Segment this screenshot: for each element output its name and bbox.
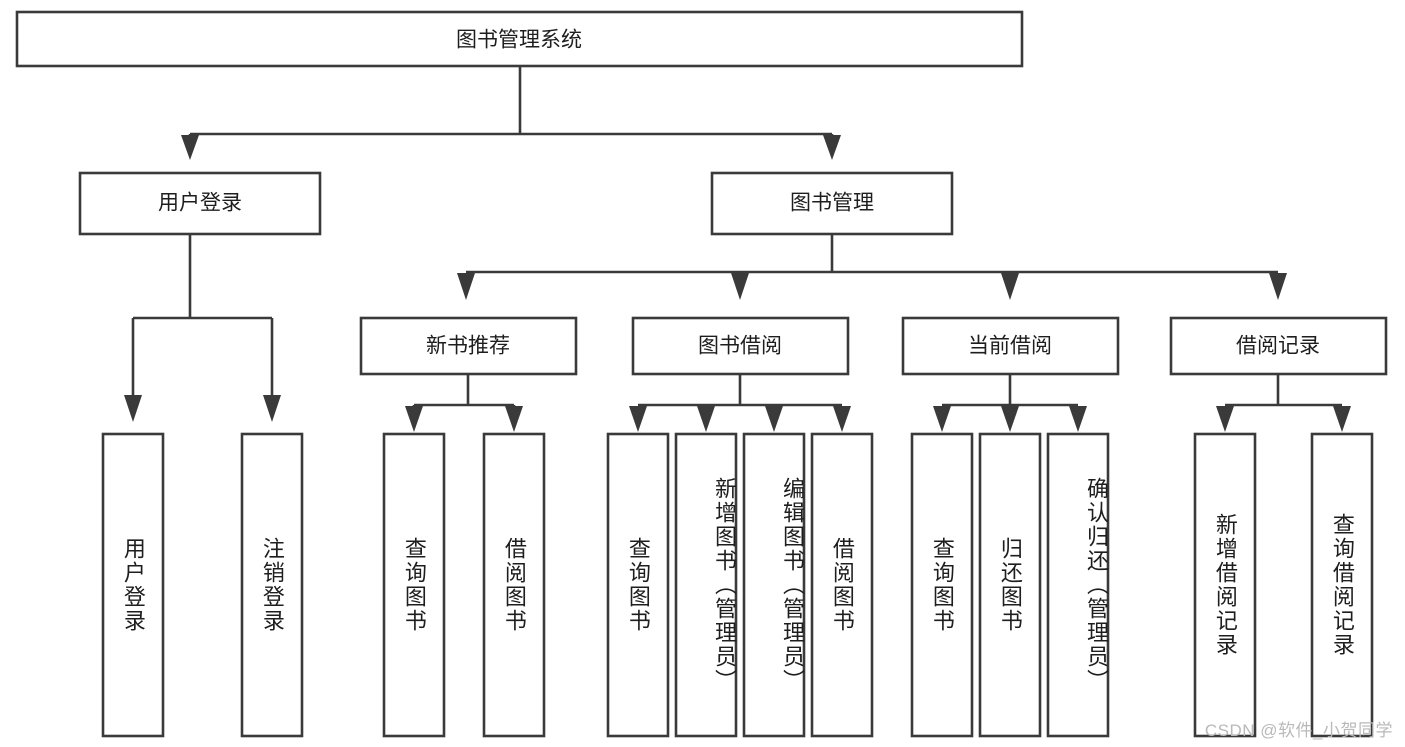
node-box-leaf-current-borrow-3[interactable]: [1046, 432, 1110, 738]
connector-group-newbook: [405, 374, 523, 432]
arrowhead-borrowrecord-leaf-1: [1216, 406, 1234, 432]
node-label-current-borrow: 当前借阅: [968, 335, 1052, 358]
node-label-book-management: 图书管理: [790, 192, 874, 215]
arrowhead-newbook-leaf-2: [505, 406, 523, 432]
node-box-new-book-recommend[interactable]: [359, 316, 578, 376]
arrowhead-bookborrow-leaf-4: [833, 406, 851, 432]
node-box-leaf-book-borrow-3[interactable]: [742, 432, 806, 738]
node-box-leaf-new-book-1[interactable]: [382, 432, 446, 738]
node-box-root[interactable]: [15, 10, 1024, 68]
connector-group-bookborrow: [629, 374, 851, 432]
connector-group-userlogin: [124, 234, 281, 422]
node-box-leaf-borrow-record-2[interactable]: [1310, 432, 1374, 738]
node-box-leaf-borrow-record-1[interactable]: [1193, 432, 1257, 738]
node-box-book-borrow[interactable]: [631, 316, 850, 376]
node-label-new-book-recommend: 新书推荐: [426, 335, 510, 358]
connector-group-borrowrecord: [1216, 374, 1351, 432]
connector-group-currentborrow: [933, 374, 1087, 432]
node-box-leaf-book-borrow-2[interactable]: [674, 432, 738, 738]
node-box-leaf-current-borrow-1[interactable]: [910, 432, 974, 738]
arrowhead-borrowrecord-leaf-2: [1333, 406, 1351, 432]
csdn-watermark: CSDN @软件_小贺同学: [1204, 721, 1393, 740]
arrowhead-userlogin: [181, 135, 199, 160]
arrowhead-bookborrow-leaf-1: [629, 406, 647, 432]
arrowhead-currentborrow-leaf-1: [933, 406, 951, 432]
node-label-root: 图书管理系统: [456, 29, 582, 52]
node-label-book-borrow: 图书借阅: [698, 335, 782, 358]
node-box-leaf-current-borrow-2[interactable]: [978, 432, 1042, 738]
node-box-leaf-book-borrow-4[interactable]: [810, 432, 874, 738]
node-label-user-login: 用户登录: [158, 192, 242, 215]
node-box-book-management[interactable]: [710, 171, 954, 236]
arrowhead-bookborrow-leaf-3: [765, 406, 783, 432]
connector-group-root: [181, 66, 841, 160]
arrowhead-userlogin-leaf-1: [124, 395, 142, 422]
arrowhead-bookmgmt: [823, 135, 841, 160]
arrowhead-currentborrow-leaf-3: [1069, 406, 1087, 432]
arrowhead-newbook: [457, 273, 475, 300]
arrowhead-userlogin-leaf-2: [263, 395, 281, 422]
node-label-borrow-record: 借阅记录: [1236, 335, 1320, 358]
arrowhead-borrowrecord: [1269, 273, 1287, 300]
arrowhead-bookborrow: [731, 273, 749, 300]
arrowhead-currentborrow: [1001, 273, 1019, 300]
node-box-current-borrow[interactable]: [901, 316, 1120, 376]
node-box-leaf-book-borrow-1[interactable]: [606, 432, 670, 738]
node-box-leaf-user-login-2[interactable]: [240, 432, 304, 738]
arrowhead-currentborrow-leaf-2: [1001, 406, 1019, 432]
node-box-user-login[interactable]: [78, 171, 322, 236]
connector-group-bookmgmt: [457, 234, 1287, 300]
arrowhead-bookborrow-leaf-2: [697, 406, 715, 432]
node-box-borrow-record[interactable]: [1169, 316, 1388, 376]
node-box-leaf-user-login-1[interactable]: [101, 432, 165, 738]
arrowhead-newbook-leaf-1: [405, 406, 423, 432]
node-box-leaf-new-book-2[interactable]: [482, 432, 546, 738]
